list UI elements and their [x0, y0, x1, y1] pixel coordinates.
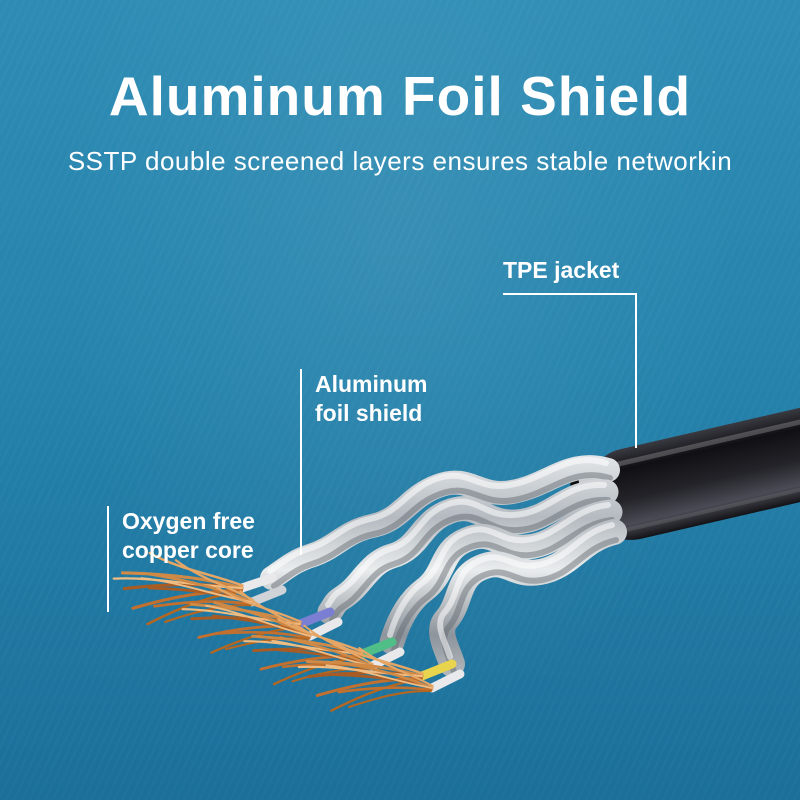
foil-pairs — [260, 455, 627, 677]
foil-pair-1 — [260, 455, 620, 590]
foil-pair-3 — [379, 499, 623, 655]
page-title: Aluminum Foil Shield — [108, 65, 692, 127]
wire-ends — [104, 545, 465, 733]
leader-line-foil-vertical — [300, 369, 302, 555]
foil-pair-2 — [317, 479, 619, 625]
leader-line-tpe-vertical — [635, 293, 637, 448]
callout-label-copper-core: Oxygen free copper core — [122, 508, 255, 563]
callout-label-aluminum-foil: Aluminum foil shield — [315, 371, 428, 426]
callout-label-tpe-jacket: TPE jacket — [503, 257, 620, 283]
copper-fray — [314, 638, 438, 733]
subtitle: SSTP double screened layers ensures stab… — [67, 146, 733, 176]
leader-line-tpe-horizontal — [503, 293, 637, 295]
foil-pair-4 — [429, 519, 627, 677]
leader-line-copper-vertical — [107, 506, 109, 612]
